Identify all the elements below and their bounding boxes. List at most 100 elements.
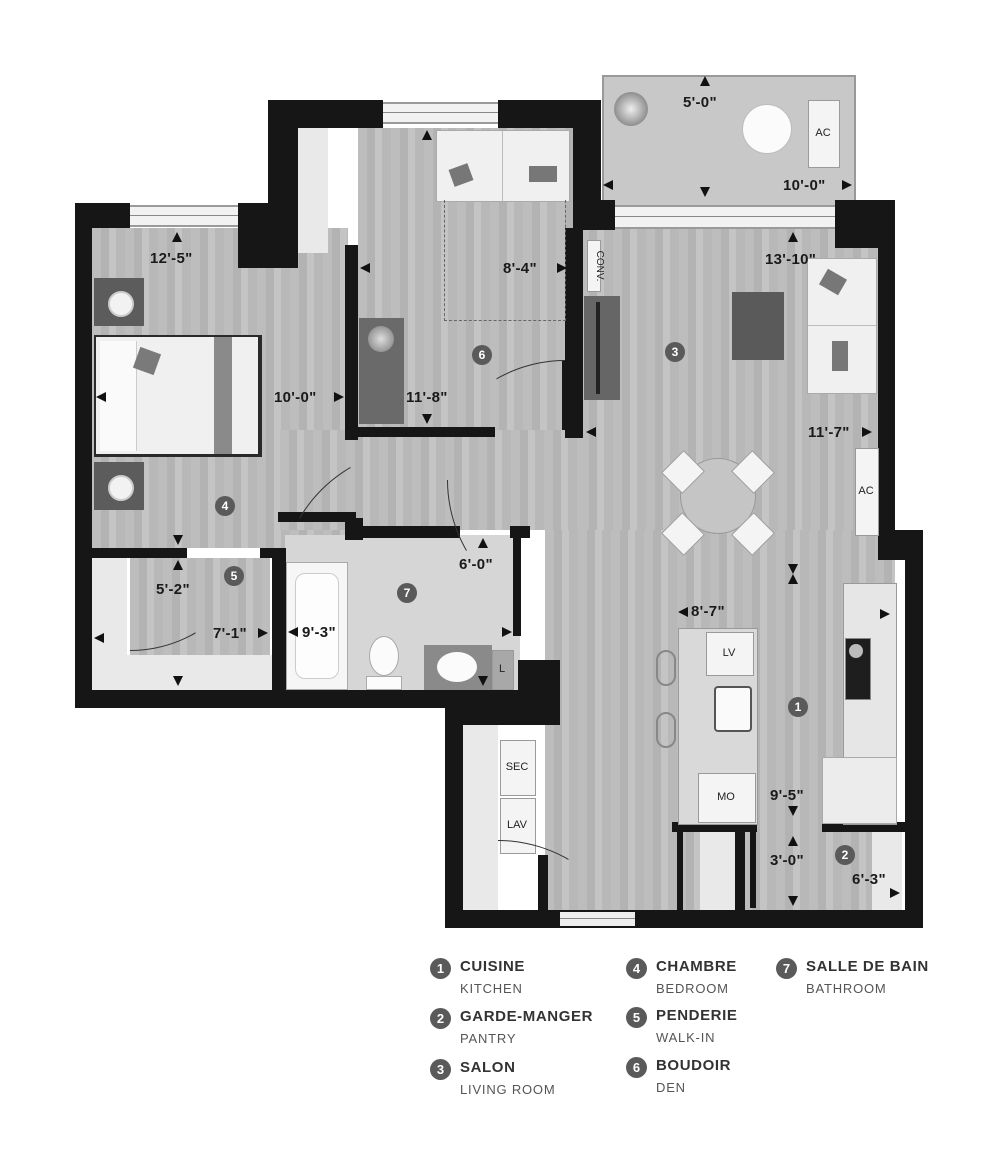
legend-name-en: LIVING ROOM xyxy=(460,1082,556,1097)
arrow-left-icon xyxy=(288,627,298,637)
legend-name-en: KITCHEN xyxy=(460,981,523,996)
bedroom-window xyxy=(130,205,238,227)
wall-kitchen-bottom-left xyxy=(672,822,757,832)
dim-living-width: 13'-10" xyxy=(765,251,817,268)
living-ac-label: AC xyxy=(858,485,874,497)
lamp-icon xyxy=(108,475,134,501)
wall-bottom xyxy=(445,910,923,928)
legend-badge: 2 xyxy=(430,1008,451,1029)
dim-kitchen-width: 8'-7" xyxy=(691,603,725,620)
legend-name-en: BEDROOM xyxy=(656,981,729,996)
microwave-label: MO xyxy=(717,791,735,803)
arrow-down-icon xyxy=(173,535,183,545)
wall-bedroom-top-right xyxy=(238,203,273,268)
arrow-right-icon xyxy=(890,888,900,898)
dim-den-width: 8'-4" xyxy=(503,260,537,277)
wall-laundry-left xyxy=(445,705,463,928)
wall-balcony-left-stub xyxy=(573,200,615,230)
wall-closet-divider-a xyxy=(677,822,683,912)
linen-label: L xyxy=(498,663,506,675)
dim-pantry-depth: 3'-0" xyxy=(770,852,804,869)
arrow-down-icon xyxy=(788,564,798,574)
living-sofa xyxy=(807,258,877,394)
legend-name-fr: PENDERIE xyxy=(656,1007,738,1024)
bathtub xyxy=(286,562,348,690)
arrow-down-icon xyxy=(422,414,432,424)
fridge-counter xyxy=(822,757,897,824)
legend-name-fr: SALLE DE BAIN xyxy=(806,958,929,975)
legend-name-fr: SALON xyxy=(460,1059,516,1076)
tv-stand xyxy=(584,296,620,400)
bar-stool xyxy=(656,650,676,686)
conv-label: CONV. xyxy=(594,250,606,282)
legend-badge: 4 xyxy=(626,958,647,979)
legend-badge: 3 xyxy=(430,1059,451,1080)
coffee-table xyxy=(732,292,784,360)
dryer-label: SEC xyxy=(505,761,529,773)
arrow-right-icon xyxy=(334,392,344,402)
dim-kitchen-depth: 9'-5" xyxy=(770,787,804,804)
room-badge-2: 2 xyxy=(835,845,855,865)
wall-bath-top-span xyxy=(355,526,460,538)
wall-bedroom-top-left xyxy=(75,203,130,228)
dim-balcony-depth: 5'-0" xyxy=(683,94,717,111)
arrow-up-icon xyxy=(173,560,183,570)
dim-bath-depth: 6'-0" xyxy=(459,556,493,573)
linen-closet xyxy=(492,650,514,690)
arrow-right-icon xyxy=(842,180,852,190)
wall-den-top-left xyxy=(268,100,383,128)
dim-bath-width: 9'-3" xyxy=(302,624,336,641)
dim-living-depth: 11'-7" xyxy=(808,424,850,441)
tv xyxy=(596,302,600,394)
arrow-up-icon xyxy=(700,76,710,86)
arrow-up-icon xyxy=(422,130,432,140)
legend-badge: 5 xyxy=(626,1007,647,1028)
living-ac-unit xyxy=(855,448,879,536)
dim-bedroom-width: 12'-5" xyxy=(150,250,193,267)
balcony-ac-unit xyxy=(808,100,840,168)
legend-name-fr: CUISINE xyxy=(460,958,526,975)
dim-walkin-depth: 5'-2" xyxy=(156,581,190,598)
balcony-table xyxy=(742,104,792,154)
wall-den-bottom xyxy=(345,427,495,437)
wall-right-step xyxy=(878,530,923,560)
legend-name-fr: CHAMBRE xyxy=(656,958,737,975)
arrow-down-icon xyxy=(478,676,488,686)
hall-closet xyxy=(700,832,735,910)
wall-den-door-jamb xyxy=(562,360,568,430)
arrow-down-icon xyxy=(788,806,798,816)
floor-plan: AC CONV. AC LV MO L SEC LAV xyxy=(75,75,923,928)
legend-name-en: PANTRY xyxy=(460,1031,517,1046)
arrow-right-icon xyxy=(502,627,512,637)
wall-right-upper xyxy=(878,200,895,535)
arrow-left-icon xyxy=(678,607,688,617)
den-closet xyxy=(298,128,328,253)
toilet xyxy=(366,636,402,690)
den-window xyxy=(383,102,498,124)
legend-badge: 1 xyxy=(430,958,451,979)
legend-name-fr: BOUDOIR xyxy=(656,1057,732,1074)
arrow-down-icon xyxy=(700,187,710,197)
legend-badge: 7 xyxy=(776,958,797,979)
legend-badge: 6 xyxy=(626,1057,647,1078)
room-badge-1: 1 xyxy=(788,697,808,717)
arrow-left-icon xyxy=(603,180,613,190)
microwave xyxy=(698,773,756,823)
arrow-right-icon xyxy=(880,609,890,619)
kitchen-sink xyxy=(714,686,752,732)
arrow-up-icon xyxy=(788,574,798,584)
arrow-right-icon xyxy=(258,628,268,638)
legend-name-en: WALK-IN xyxy=(656,1030,716,1045)
room-badge-6: 6 xyxy=(472,345,492,365)
dishwasher xyxy=(706,632,754,676)
arrow-up-icon xyxy=(172,232,182,242)
wall-den-bottom-right xyxy=(565,228,583,438)
arrow-left-icon xyxy=(94,633,104,643)
conv-unit xyxy=(587,240,601,292)
walkin-floor xyxy=(130,558,270,658)
lamp-icon xyxy=(108,291,134,317)
wall-right-lower xyxy=(905,530,923,928)
bar-stool xyxy=(656,712,676,748)
bed xyxy=(94,335,262,457)
legend-name-fr: GARDE-MANGER xyxy=(460,1008,594,1025)
